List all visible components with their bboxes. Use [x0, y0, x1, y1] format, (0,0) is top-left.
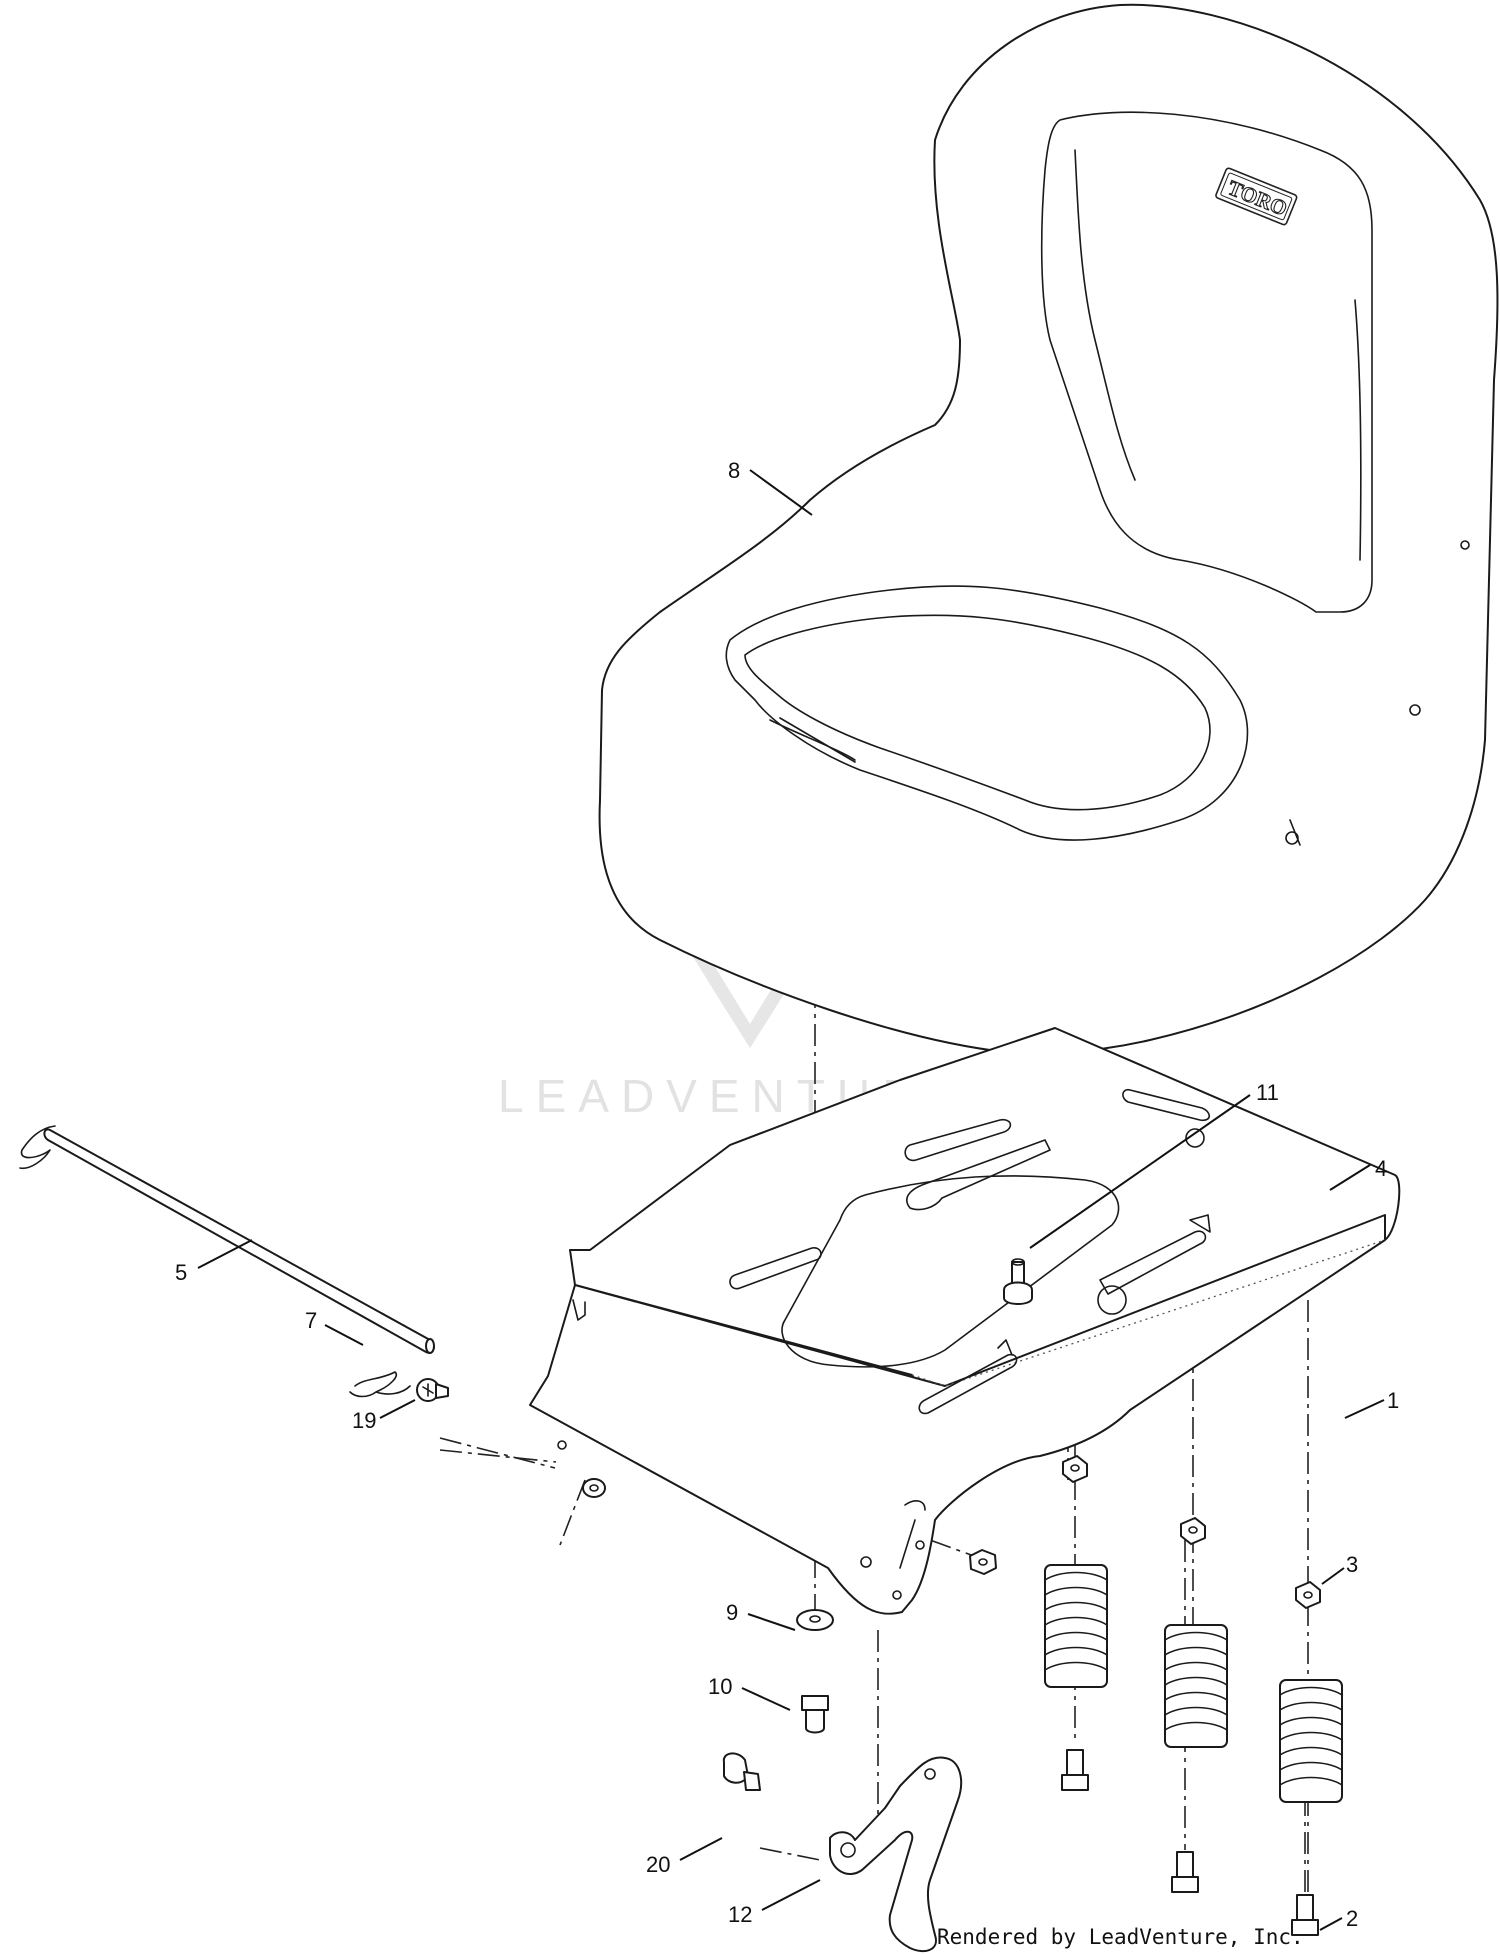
callout-20: 20 [646, 1852, 670, 1877]
bolt-mid [1171, 1851, 1199, 1893]
callout-3: 3 [1346, 1552, 1358, 1577]
bolt-2 [1291, 1894, 1319, 1936]
render-credit: Rendered by LeadVenture, Inc. [937, 1925, 1304, 1949]
seat-shell [598, 3, 1499, 1055]
callout-7: 7 [305, 1308, 317, 1333]
leader-lines [197, 469, 1385, 1931]
callout-9: 9 [726, 1600, 738, 1625]
bolt-10 [801, 1695, 829, 1734]
seat-pan-inner [744, 614, 1211, 811]
shoulder-bolt-19 [416, 1378, 449, 1402]
spring-left [1044, 1564, 1108, 1688]
bracket-12-hole [840, 1842, 856, 1858]
callout-10: 10 [708, 1674, 732, 1699]
lock-nut-left [1062, 1455, 1088, 1483]
spring-mid [1164, 1624, 1228, 1748]
callout-12: 12 [728, 1902, 752, 1927]
callout-5: 5 [175, 1260, 187, 1285]
seat-plate [529, 1027, 1401, 1615]
stud-11 [1003, 1258, 1033, 1305]
hairpin-clip [349, 1371, 411, 1398]
callout-8: 8 [728, 458, 740, 483]
seat-back-inner-2 [1074, 149, 1136, 481]
seat-back-inner [1040, 111, 1373, 613]
lock-nut-mid [1180, 1517, 1206, 1545]
seat-back-inner-3 [1354, 299, 1362, 561]
callout-2: 2 [1346, 1906, 1358, 1931]
bolt-left [1061, 1749, 1089, 1791]
callouts: 8 11 4 5 7 19 9 10 3 1 20 12 2 [175, 458, 1399, 1931]
seat-plate-cutout [781, 1175, 1120, 1368]
lock-nut-3 [1295, 1581, 1321, 1609]
seat-pan-outer [725, 585, 1249, 841]
callout-4: 4 [1375, 1156, 1387, 1181]
seat: TORO [598, 3, 1499, 1055]
flange-nut-right [969, 1549, 997, 1575]
callout-1: 1 [1387, 1388, 1399, 1413]
bolt-20 [722, 1752, 761, 1791]
flange-nut-left [582, 1478, 606, 1498]
callout-11: 11 [1256, 1080, 1279, 1105]
bracket-12 [829, 1756, 963, 1953]
seat-plate-skirt [529, 1214, 1386, 1615]
callout-19: 19 [352, 1408, 376, 1433]
spring-right [1279, 1679, 1343, 1803]
seat-pan-slot [779, 717, 856, 763]
seat-pan-seam [769, 719, 856, 761]
washer-9 [796, 1609, 834, 1631]
pivot-rod [19, 1125, 435, 1354]
